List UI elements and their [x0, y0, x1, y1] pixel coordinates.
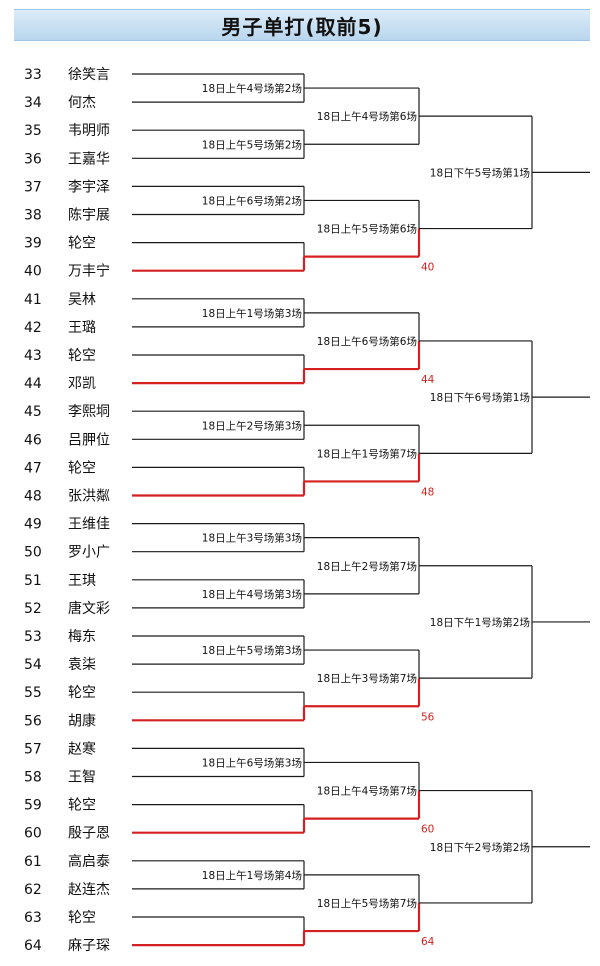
seed-number: 47: [24, 460, 42, 476]
page-title: 男子单打(取前5): [221, 14, 383, 39]
player-name: 王智: [68, 770, 96, 786]
round2-match-label: 18日上午5号场第7场: [317, 897, 417, 910]
player-name: 麻子琛: [68, 938, 110, 954]
round1-match-label: 18日上午6号场第3场: [202, 756, 302, 769]
player-name: 邓凯: [68, 376, 96, 392]
round1-match-label: 18日上午5号场第2场: [202, 138, 302, 151]
player-name: 吕胛位: [68, 432, 110, 448]
player-name: 轮空: [68, 348, 96, 364]
player-name: 轮空: [68, 910, 96, 926]
advance-seed-label: 60: [421, 824, 434, 836]
player-name: 高启泰: [68, 853, 110, 870]
player-name: 王嘉华: [68, 151, 110, 167]
player-name: 王璐: [68, 320, 96, 336]
advance-seed-label: 56: [421, 711, 435, 723]
seed-number: 58: [24, 770, 42, 786]
round1-match-label: 18日上午4号场第2场: [202, 82, 302, 95]
seed-number: 39: [24, 236, 42, 252]
round2-match-label: 18日上午6号场第6场: [317, 335, 417, 348]
round2-match-label: 18日上午2号场第7场: [317, 560, 417, 573]
player-name: 陈宇展: [68, 207, 110, 224]
round3-match-label: 18日下午1号场第2场: [430, 616, 530, 629]
seed-number: 36: [24, 151, 42, 167]
player-name: 轮空: [68, 798, 96, 814]
player-name: 韦明师: [68, 123, 110, 139]
player-name: 罗小广: [68, 545, 110, 561]
player-name: 赵寒: [68, 740, 96, 757]
seed-number: 63: [24, 910, 42, 926]
seed-number: 37: [24, 179, 42, 195]
seed-number: 55: [24, 685, 42, 701]
advance-seed-label: 48: [421, 486, 434, 498]
round2-match-label: 18日上午3号场第7场: [317, 672, 417, 685]
seed-number: 49: [24, 517, 42, 533]
round1-match-label: 18日上午5号场第3场: [202, 644, 302, 657]
round2-match-label: 18日上午5号场第6场: [317, 223, 417, 236]
seed-number: 59: [24, 798, 42, 814]
seed-number: 52: [24, 601, 42, 617]
round1-match-label: 18日上午2号场第3场: [202, 419, 302, 432]
player-name: 何杰: [68, 95, 96, 111]
seed-number: 38: [24, 208, 42, 224]
round1-match-label: 18日上午6号场第2场: [202, 194, 302, 207]
round1-match-label: 18日上午3号场第3场: [202, 532, 302, 545]
round3-match-label: 18日下午5号场第1场: [430, 166, 530, 179]
player-name: 徐笑言: [68, 67, 110, 83]
round2-match-label: 18日上午4号场第6场: [317, 110, 417, 123]
round1-match-label: 18日上午1号场第4场: [202, 869, 302, 882]
player-name: 王琪: [68, 573, 96, 589]
round2-match-label: 18日上午4号场第7场: [317, 785, 417, 798]
seed-number: 64: [24, 938, 42, 954]
round1-match-label: 18日上午4号场第3场: [202, 588, 302, 601]
player-name: 张洪粼: [68, 489, 110, 505]
title-bar: 男子单打(取前5): [14, 9, 590, 41]
player-name: 轮空: [68, 685, 96, 701]
player-name: 袁柒: [68, 657, 96, 673]
seed-number: 43: [24, 348, 42, 364]
round1-match-label: 18日上午1号场第3场: [202, 307, 302, 320]
player-name: 轮空: [68, 236, 96, 252]
seed-number: 34: [24, 95, 42, 111]
seed-number: 61: [24, 854, 42, 870]
seed-number: 62: [24, 882, 42, 898]
player-name: 殷子恩: [68, 826, 110, 842]
seed-number: 56: [24, 713, 42, 729]
player-name: 唐文彩: [68, 600, 110, 617]
player-name: 李宇泽: [68, 179, 110, 195]
advance-seed-label: 44: [421, 374, 435, 386]
round3-match-label: 18日下午6号场第1场: [430, 391, 530, 404]
player-name: 胡康: [68, 712, 96, 729]
seed-number: 45: [24, 404, 42, 420]
seed-number: 54: [24, 657, 42, 673]
player-name: 李熙垌: [68, 404, 110, 420]
seed-number: 48: [24, 489, 42, 505]
round2-match-label: 18日上午1号场第7场: [317, 447, 417, 460]
seed-number: 46: [24, 432, 42, 448]
seed-number: 51: [24, 573, 42, 589]
seed-number: 40: [24, 264, 42, 280]
player-name: 吴林: [68, 292, 96, 308]
player-name: 梅东: [68, 629, 96, 645]
seed-number: 57: [24, 741, 42, 757]
advance-seed-label: 64: [421, 936, 435, 948]
advance-seed-label: 40: [421, 262, 434, 274]
seed-number: 41: [24, 292, 42, 308]
seed-number: 35: [24, 123, 42, 139]
seed-number: 42: [24, 320, 42, 336]
seed-number: 50: [24, 545, 42, 561]
player-name: 轮空: [68, 460, 96, 476]
seed-number: 33: [24, 67, 42, 83]
player-name: 赵连杰: [68, 882, 110, 898]
player-name: 万丰宁: [68, 263, 110, 280]
seed-number: 44: [24, 376, 42, 392]
player-name: 王维佳: [68, 517, 110, 533]
seed-number: 53: [24, 629, 42, 645]
seed-number: 60: [24, 826, 42, 842]
round3-match-label: 18日下午2号场第2场: [430, 841, 530, 854]
